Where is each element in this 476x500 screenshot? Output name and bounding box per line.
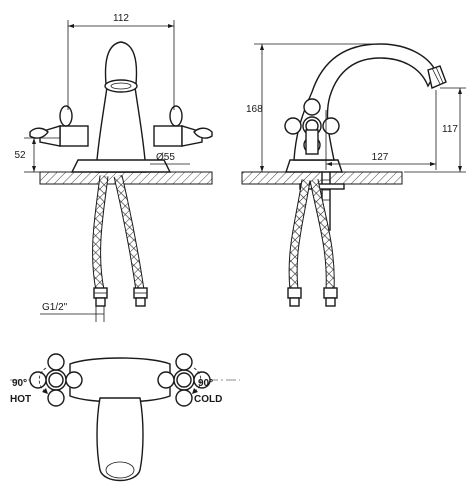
label-cold: COLD xyxy=(194,394,222,405)
rotation-label-left: 90° xyxy=(12,378,27,389)
side-hose-fitting-left xyxy=(287,287,302,307)
front-aerator xyxy=(104,79,138,93)
front-handle-left xyxy=(29,105,89,147)
top-handle-left xyxy=(29,353,83,407)
dim-label-112: 112 xyxy=(113,13,129,24)
front-view: 112 52 Ø55 G1/2" xyxy=(14,13,213,322)
front-faucet-base xyxy=(70,159,172,173)
front-hose-right xyxy=(114,175,144,291)
side-hose-fitting-right xyxy=(323,287,338,307)
rotation-arrow-right xyxy=(193,367,202,393)
front-countertop xyxy=(39,171,213,185)
side-hose-right xyxy=(310,179,334,291)
dim-label-168: 168 xyxy=(246,104,263,115)
side-hose-left xyxy=(289,179,310,291)
top-handle-right xyxy=(157,353,211,407)
front-hose-left xyxy=(93,175,108,291)
dim-label-127: 127 xyxy=(372,152,389,163)
side-mounting-plate xyxy=(299,183,345,190)
top-view: 90° HOT 90° COLD xyxy=(10,353,240,482)
front-handle-right xyxy=(153,105,213,147)
dim-label-117: 117 xyxy=(442,124,458,135)
side-handle-cross xyxy=(284,98,340,155)
dim-label-thread: G1/2" xyxy=(42,302,68,313)
dim-label-diameter: Ø55 xyxy=(156,152,175,163)
label-hot: HOT xyxy=(10,394,31,405)
dim-label-52: 52 xyxy=(14,150,26,161)
front-hose-fitting-left xyxy=(93,287,108,307)
side-faucet-base xyxy=(285,159,343,173)
side-view: 168 117 127 xyxy=(241,43,466,307)
rotation-arrow-left xyxy=(38,367,47,393)
front-faucet-body xyxy=(95,79,147,173)
front-hose-fitting-right xyxy=(133,287,148,307)
top-body xyxy=(69,357,171,403)
front-spout xyxy=(104,41,138,85)
top-spout xyxy=(96,397,144,482)
rotation-label-right: 90° xyxy=(198,378,213,389)
